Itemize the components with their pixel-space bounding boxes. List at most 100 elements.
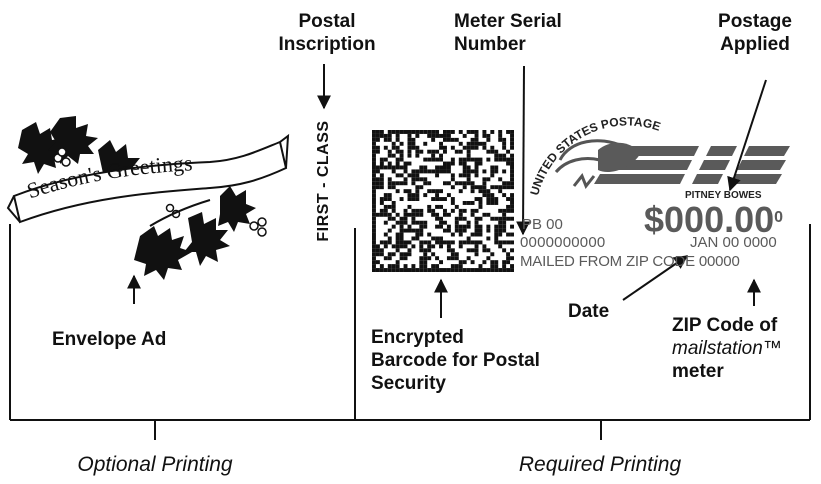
barcode-module [462, 169, 467, 174]
barcode-module [407, 149, 412, 154]
barcode-module [439, 145, 443, 150]
barcode-module [474, 173, 479, 178]
barcode-module [411, 216, 416, 221]
barcode-module [494, 236, 499, 241]
barcode-module [372, 252, 376, 257]
postage-applied-label: Postage Applied [718, 11, 792, 55]
barcode-module [439, 153, 443, 158]
barcode-module [372, 264, 376, 269]
barcode-module [494, 169, 499, 174]
postage-amount-main: $000.00 [644, 199, 775, 240]
barcode-module [486, 248, 491, 253]
barcode-module [470, 201, 475, 205]
barcode-module [466, 177, 471, 182]
barcode-module [474, 248, 479, 253]
barcode-module [431, 189, 436, 194]
meter-serial-number-label: Meter Serial Number [454, 11, 562, 55]
barcode-module [446, 248, 451, 253]
barcode-module [506, 130, 511, 134]
barcode-module [482, 133, 487, 138]
barcode-module [450, 145, 455, 150]
barcode-module [443, 228, 447, 233]
barcode-module [510, 185, 514, 190]
barcode-module [379, 185, 384, 190]
barcode-module [399, 220, 404, 225]
barcode-module [474, 232, 479, 237]
barcode-module [419, 208, 424, 213]
barcode-module [387, 240, 392, 245]
barcode-module [419, 248, 424, 253]
barcode-module [375, 137, 380, 142]
barcode-module [391, 153, 396, 158]
barcode-module [395, 130, 400, 134]
barcode-module [498, 177, 503, 182]
barcode-module [446, 137, 451, 142]
barcode-module [387, 137, 392, 142]
barcode-module [407, 133, 412, 138]
barcode-module [387, 130, 392, 134]
barcode-module [372, 216, 376, 221]
barcode-module [399, 157, 404, 162]
barcode-module [391, 201, 396, 205]
barcode-module [372, 236, 376, 241]
barcode-module [419, 149, 424, 154]
barcode-module [387, 264, 392, 269]
barcode-module [435, 204, 440, 209]
barcode-module [502, 260, 507, 265]
barcode-module [443, 149, 447, 154]
barcode-module [415, 153, 420, 158]
barcode-module [399, 141, 404, 146]
barcode-module [474, 145, 479, 150]
barcode-module [443, 268, 447, 272]
barcode-module [506, 197, 511, 201]
barcode-module [466, 173, 471, 178]
barcode-module [478, 224, 483, 229]
barcode-module [506, 157, 511, 162]
barcode-module [466, 153, 471, 158]
barcode-module [458, 216, 463, 221]
barcode-module [502, 141, 507, 146]
barcode-module [403, 208, 408, 213]
barcode-module [443, 181, 447, 186]
envelope-ad-art [6, 116, 290, 280]
date-label: Date [568, 301, 610, 322]
barcode-module [427, 244, 432, 249]
barcode-module [443, 133, 447, 138]
barcode-module [510, 204, 514, 209]
barcode-module [474, 220, 479, 225]
barcode-module [435, 130, 440, 134]
barcode-module [490, 264, 495, 269]
barcode-module [387, 161, 392, 166]
barcode-module [502, 208, 507, 213]
barcode-module [415, 197, 420, 201]
barcode-module [474, 252, 479, 257]
barcode-module [372, 173, 376, 178]
barcode-module [439, 189, 443, 194]
barcode-module [439, 224, 443, 229]
barcode-module [502, 248, 507, 253]
barcode-module [387, 177, 392, 182]
barcode-module [482, 177, 487, 182]
barcode-module [431, 153, 436, 158]
barcode-module [415, 268, 420, 272]
barcode-module [375, 181, 380, 186]
barcode-module [383, 240, 388, 245]
barcode-module [494, 240, 499, 245]
barcode-module [375, 133, 380, 138]
barcode-module [470, 208, 475, 213]
barcode-module [395, 161, 400, 166]
barcode-module [470, 212, 475, 217]
barcode-module [462, 201, 467, 205]
barcode-module [482, 130, 487, 134]
barcode-module [399, 232, 404, 237]
barcode-module [474, 185, 479, 190]
barcode-module [466, 141, 471, 146]
barcode-module [395, 268, 400, 272]
barcode-module [372, 232, 376, 237]
barcode-module [411, 177, 416, 182]
barcode-module [474, 137, 479, 142]
barcode-module [427, 232, 432, 237]
barcode-module [427, 130, 432, 134]
barcode-module [379, 173, 384, 178]
